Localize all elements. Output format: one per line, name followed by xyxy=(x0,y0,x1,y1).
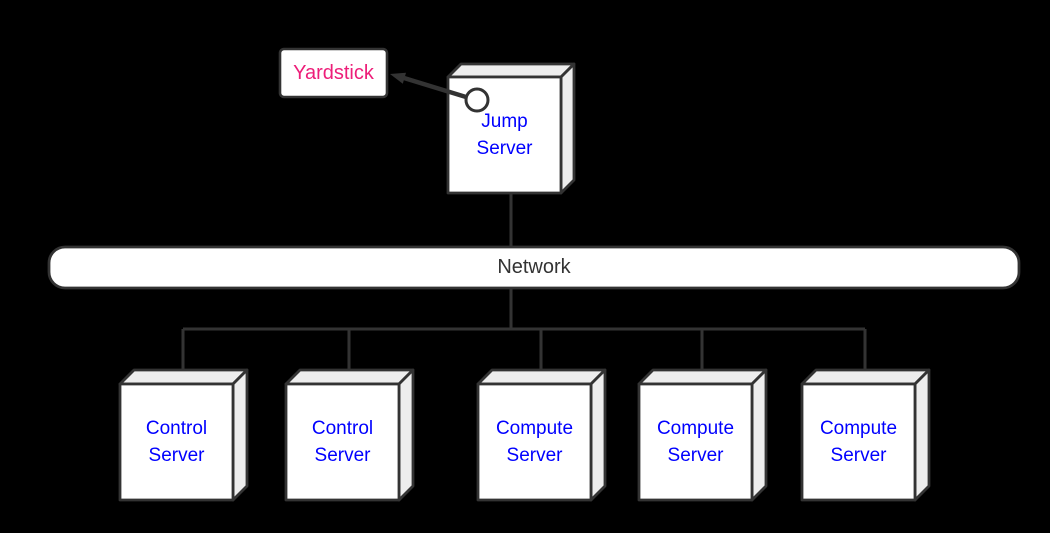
jump-server-front-face xyxy=(446,75,563,195)
server-5-front-face xyxy=(800,382,917,502)
server-3-side-face xyxy=(589,368,607,502)
server-4-top-face xyxy=(637,368,768,386)
server-box-4 xyxy=(637,368,768,502)
server-1-front-face xyxy=(118,382,235,502)
jump-server-side-face xyxy=(559,62,576,195)
server-3-front-face xyxy=(476,382,593,502)
connection-port-circle-icon xyxy=(464,87,490,113)
yardstick-box xyxy=(278,47,389,99)
server-box-2 xyxy=(284,368,415,502)
jump-server-box xyxy=(446,62,576,195)
server-3-top-face xyxy=(476,368,607,386)
yardstick-arrowhead-icon xyxy=(390,72,406,84)
server-box-5 xyxy=(800,368,931,502)
network-pill xyxy=(47,245,1021,290)
server-4-side-face xyxy=(750,368,768,502)
yardstick-arrow-line xyxy=(403,75,467,100)
server-1-side-face xyxy=(231,368,249,502)
server-2-side-face xyxy=(397,368,415,502)
jump-server-top-face xyxy=(446,62,576,79)
server-5-side-face xyxy=(913,368,931,502)
server-2-front-face xyxy=(284,382,401,502)
server-2-top-face xyxy=(284,368,415,386)
server-4-front-face xyxy=(637,382,754,502)
server-box-1 xyxy=(118,368,249,502)
server-box-3 xyxy=(476,368,607,502)
server-5-top-face xyxy=(800,368,931,386)
server-1-top-face xyxy=(118,368,249,386)
